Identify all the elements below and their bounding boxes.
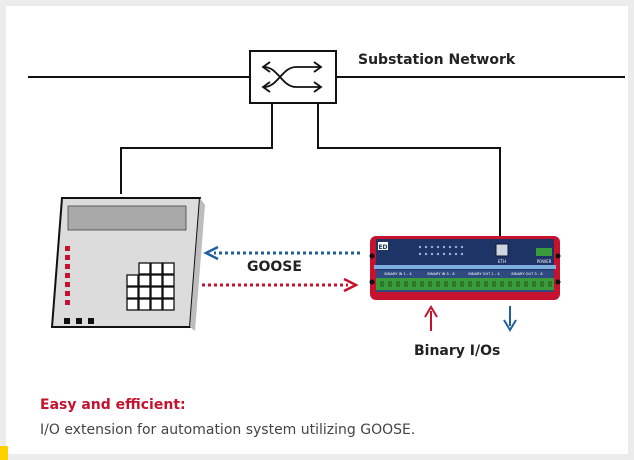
port-label: ETH	[498, 259, 506, 264]
network-label: Substation Network	[358, 52, 516, 68]
terminal-labels: BINARY IN 1 - 4 BINARY IN 5 - 8 BINARY O…	[384, 272, 543, 276]
controller-display	[67, 205, 187, 231]
terminal-label: BINARY IN 1 - 4	[384, 272, 412, 276]
link-io-device	[317, 103, 501, 236]
down-arrow-icon	[503, 306, 517, 332]
io-device: ED ETH POWER BINARY IN 1 - 4 BINARY IN 5…	[369, 236, 561, 300]
caption-title: Easy and efficient:	[40, 397, 186, 413]
controller-leds	[65, 246, 70, 305]
controller-keypad	[126, 262, 175, 311]
binary-ios-label: Binary I/Os	[414, 343, 501, 359]
caption-body: I/O extension for automation system util…	[40, 422, 416, 438]
up-arrow-icon	[424, 305, 438, 331]
link-controller	[120, 103, 273, 194]
terminal-label: BINARY OUT 5 - 8	[511, 272, 543, 276]
goose-arrow-left	[203, 245, 360, 261]
ethernet-port	[495, 243, 509, 257]
corner-accent	[0, 446, 8, 460]
device-status-leds	[418, 245, 464, 256]
terminal-label: BINARY IN 5 - 8	[427, 272, 455, 276]
terminal-screws	[380, 281, 552, 287]
network-switch	[249, 50, 337, 104]
terminal-label: BINARY OUT 1 - 4	[468, 272, 500, 276]
goose-arrow-right	[202, 277, 359, 293]
switch-arrows-icon	[261, 61, 323, 93]
goose-label: GOOSE	[247, 259, 302, 275]
power-label: POWER	[537, 259, 552, 264]
automation-controller	[50, 197, 205, 331]
device-logo: ED	[378, 244, 387, 251]
controller-buttons	[64, 318, 94, 324]
